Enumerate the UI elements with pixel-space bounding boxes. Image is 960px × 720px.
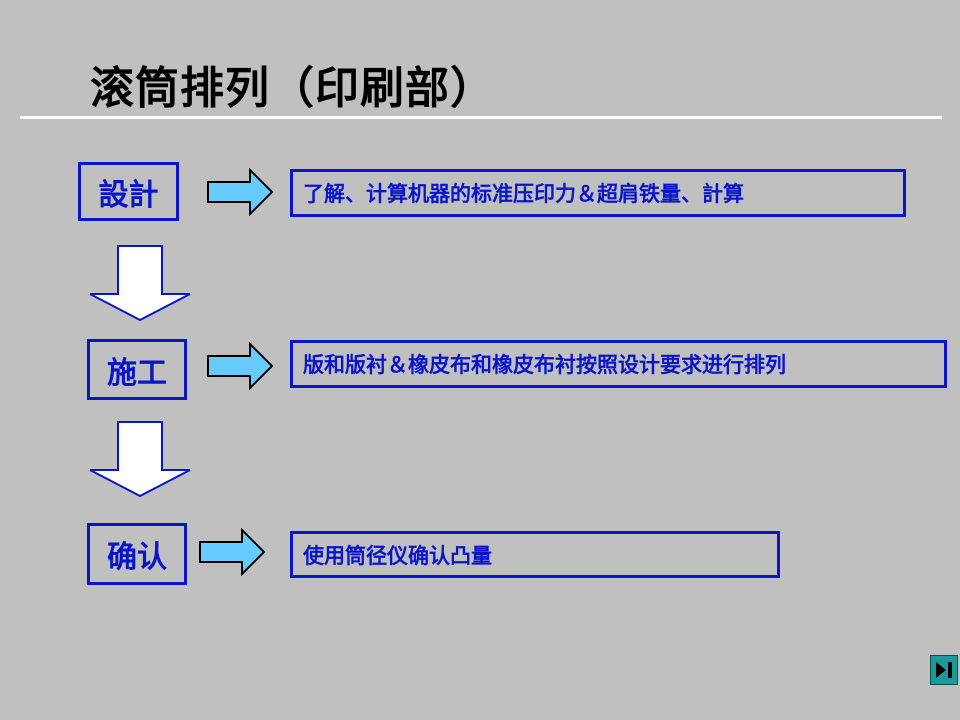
step-description-design: 了解、计算机器的标准压印力＆超肩铁量、計算 <box>290 169 906 217</box>
right-arrow-icon <box>207 168 274 216</box>
step-box-confirm: 确认 <box>87 523 187 585</box>
slide-title: 滚筒排列（印刷部） <box>90 63 495 114</box>
step-box-design: 設計 <box>78 162 179 221</box>
right-arrow-icon <box>199 528 266 576</box>
title-divider <box>20 116 942 119</box>
right-arrow-icon <box>207 342 274 390</box>
last-slide-button[interactable] <box>930 655 958 685</box>
step-box-construction: 施工 <box>87 339 187 400</box>
last-slide-icon <box>936 662 952 678</box>
down-arrow-icon <box>89 421 191 498</box>
down-arrow-icon <box>89 245 191 322</box>
step-description-construction: 版和版衬＆橡皮布和橡皮布衬按照设计要求进行排列 <box>290 340 947 388</box>
step-description-confirm: 使用筒径仪确认凸量 <box>290 531 780 578</box>
